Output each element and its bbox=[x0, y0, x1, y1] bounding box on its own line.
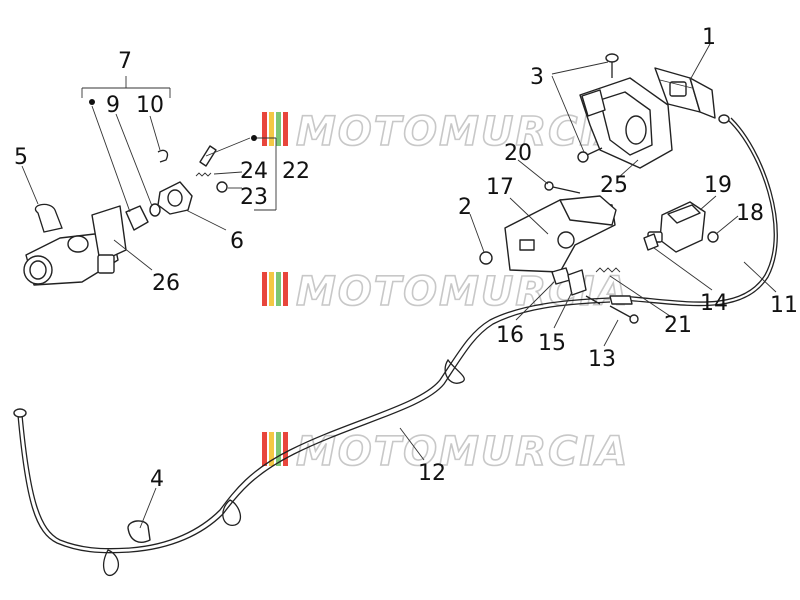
label-10: 10 bbox=[136, 93, 164, 118]
spring-clip-5 bbox=[35, 203, 63, 233]
label-17: 17 bbox=[486, 175, 514, 200]
watermark-text-top: MOTOMURCIA bbox=[296, 109, 629, 155]
lock-housing-26 bbox=[23, 205, 127, 286]
label-24: 24 bbox=[240, 159, 268, 184]
bolt-13 bbox=[609, 305, 639, 324]
cable-11 bbox=[619, 119, 775, 303]
spring-21 bbox=[595, 267, 633, 305]
key-barrel-9 bbox=[125, 205, 149, 231]
clip-15 bbox=[567, 269, 601, 305]
watermark-bottom: MOTOMURCIA bbox=[262, 428, 629, 476]
label-3: 3 bbox=[530, 65, 544, 90]
label-9: 9 bbox=[106, 93, 120, 118]
washer-10 bbox=[149, 203, 161, 217]
pin-22 bbox=[199, 145, 217, 167]
label-15: 15 bbox=[538, 331, 566, 356]
cable-11-outer bbox=[621, 117, 778, 307]
lock-bracket-25 bbox=[579, 77, 673, 169]
watermark-top: MOTOMURCIA bbox=[262, 108, 629, 156]
label-2: 2 bbox=[458, 195, 472, 220]
cable-11-end bbox=[718, 114, 730, 124]
watermark-text-bottom: MOTOMURCIA bbox=[296, 429, 629, 475]
label-11: 11 bbox=[770, 293, 798, 318]
leader-lines bbox=[21, 43, 777, 529]
label-20: 20 bbox=[504, 141, 532, 166]
label-1: 1 bbox=[702, 25, 716, 50]
connector-14 bbox=[643, 233, 659, 251]
screw-3-bottom bbox=[577, 147, 603, 163]
label-5: 5 bbox=[14, 145, 28, 170]
cable-12-outer bbox=[17, 301, 611, 554]
label-7: 7 bbox=[118, 49, 132, 74]
cable-clip-4 bbox=[127, 520, 151, 543]
screw-20 bbox=[544, 181, 581, 194]
label-23: 23 bbox=[240, 185, 268, 210]
label-18: 18 bbox=[736, 201, 764, 226]
actuator-19 bbox=[647, 201, 706, 253]
cable-12-loop-c bbox=[102, 549, 119, 577]
label-4: 4 bbox=[150, 467, 164, 492]
ring-6 bbox=[157, 181, 193, 215]
cable-12-loop-b bbox=[222, 499, 242, 526]
latch-plate-17 bbox=[504, 195, 617, 273]
label-22: 22 bbox=[282, 159, 310, 184]
label-21: 21 bbox=[664, 313, 692, 338]
label-14: 14 bbox=[700, 291, 728, 316]
label-6: 6 bbox=[230, 229, 244, 254]
screw-3-top bbox=[605, 53, 619, 78]
label-25: 25 bbox=[600, 173, 628, 198]
label-13: 13 bbox=[588, 347, 616, 372]
cable-12-loop-a bbox=[444, 358, 465, 384]
hinge-1 bbox=[654, 67, 716, 119]
ring-23 bbox=[216, 181, 228, 193]
spring-24 bbox=[195, 172, 212, 177]
clip-10 bbox=[157, 149, 169, 163]
cable-12-end bbox=[13, 408, 27, 418]
nut-18 bbox=[707, 231, 719, 243]
label-26: 26 bbox=[152, 271, 180, 296]
nut-2 bbox=[479, 251, 493, 265]
part-labels: 1 3 20 25 17 2 19 18 11 14 21 16 15 13 1… bbox=[14, 25, 798, 492]
label-12: 12 bbox=[418, 461, 446, 486]
cable-12 bbox=[21, 297, 611, 550]
label-16: 16 bbox=[496, 323, 524, 348]
label-19: 19 bbox=[704, 173, 732, 198]
